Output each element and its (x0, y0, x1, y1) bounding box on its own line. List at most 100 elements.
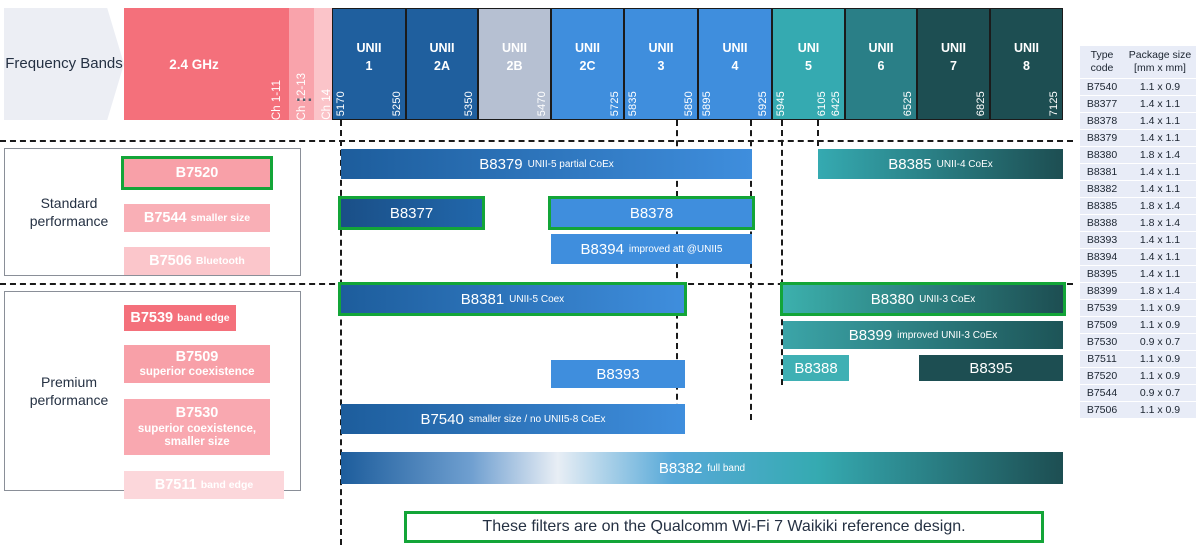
bar-note: improved att @UNII5 (628, 243, 723, 255)
filter-pill-b7544[interactable]: B7544 smaller size (124, 204, 270, 232)
category-label-standard: Standard performance (29, 194, 109, 229)
filter-pill-b7539[interactable]: B7539 band edge (124, 305, 236, 331)
filter-bar-b8377[interactable]: B8377 (338, 196, 485, 230)
bar-code: B8379 (479, 155, 523, 173)
table-cell-package-size: 0.9 x 0.7 (1139, 387, 1181, 400)
filter-pill-b7506[interactable]: B7506 Bluetooth (124, 247, 270, 275)
table-cell-type-code: B7544 (1086, 387, 1118, 400)
unii-frequency-tick: 5170 (335, 90, 347, 116)
table-cell-type-code: B7540 (1086, 81, 1118, 94)
filter-bar-b8380[interactable]: B8380 UNII-3 CoEx (780, 282, 1066, 316)
table-cell-package-size: 1.1 x 0.9 (1139, 370, 1181, 383)
bar-code: B8385 (888, 155, 932, 173)
table-row[interactable]: B7544 0.9 x 0.7 (1080, 385, 1196, 403)
table-cell-package-size: 1.8 x 1.4 (1139, 285, 1181, 298)
filter-bar-b8394[interactable]: B8394 improved att @UNII5 (551, 234, 752, 264)
bar-code: B8377 (389, 204, 434, 222)
table-cell-package-size: 1.8 x 1.4 (1139, 217, 1181, 230)
filter-bar-b8379[interactable]: B8379 UNII-5 partial CoEx (341, 149, 752, 179)
filter-pill-b7520[interactable]: B7520 (121, 156, 273, 190)
guide-line-5945 (781, 120, 783, 385)
unii-band-frequencies: 5725 (552, 61, 623, 119)
table-cell-type-code: B8385 (1086, 200, 1118, 213)
table-cell-type-code: B8395 (1086, 268, 1118, 281)
filter-bar-b7540[interactable]: B7540 smaller size / no UNII5-8 CoEx (341, 404, 685, 434)
table-row[interactable]: B8385 1.8 x 1.4 (1080, 198, 1196, 216)
bar-code: B8388 (794, 359, 838, 377)
table-cell-type-code: B7530 (1086, 336, 1118, 349)
filter-bar-b8388[interactable]: B8388 (783, 355, 849, 381)
filter-bar-b8399[interactable]: B8399 improved UNII-3 CoEx (783, 321, 1063, 349)
filter-bar-b8378[interactable]: B8378 (548, 196, 755, 230)
bar-code: B7540 (420, 410, 464, 428)
pill-note: band edge (200, 478, 254, 491)
bar-code: B8399 (848, 326, 893, 344)
bar-note: UNII-5 Coex (509, 293, 565, 305)
table-cell-package-size: 1.8 x 1.4 (1139, 200, 1181, 213)
pill-code: B7511 (154, 476, 197, 493)
pill-note: Bluetooth (195, 254, 245, 267)
unii-band-frequencies: 5350 (407, 61, 477, 119)
filter-bar-b8381[interactable]: B8381 UNII-5 Coex (338, 282, 687, 316)
bar-code: B8382 (658, 459, 703, 477)
caption-text: These filters are on the Qualcomm Wi-Fi … (482, 518, 966, 535)
caption-box: These filters are on the Qualcomm Wi-Fi … (404, 511, 1044, 543)
unii-frequency-tick: 5725 (609, 90, 621, 116)
filter-bar-b8385[interactable]: B8385 UNII-4 CoEx (818, 149, 1063, 179)
pill-code: B7520 (175, 164, 219, 181)
filter-bar-b8382[interactable]: B8382 full band (341, 452, 1063, 484)
table-cell-package-size: 1.1 x 0.9 (1139, 319, 1181, 332)
table-cell-type-code: B8382 (1086, 183, 1118, 196)
guide-line-5170 (340, 120, 342, 545)
table-cell-package-size: 1.4 x 1.1 (1139, 132, 1181, 145)
table-cell-package-size: 1.4 x 1.1 (1139, 183, 1181, 196)
table-cell-package-size: 1.4 x 1.1 (1139, 115, 1181, 128)
filter-bar-b8395[interactable]: B8395 (919, 355, 1063, 381)
filter-pill-b7530[interactable]: B7530 superior coexistence, smaller size (124, 399, 270, 455)
channel-col-1-11: Ch 1-11 (264, 8, 289, 120)
bar-code: B8395 (969, 359, 1013, 377)
pill-note: superior coexistence, smaller size (137, 422, 257, 448)
channel-label-14: Ch 14 (320, 89, 333, 120)
filter-bar-b8393[interactable]: B8393 (551, 360, 685, 388)
frequency-bands-chevron: Frequency Bands (4, 8, 124, 120)
bar-code: B8381 (460, 290, 505, 308)
filter-pill-b7509[interactable]: B7509 superior coexistence (124, 345, 270, 383)
table-row[interactable]: B8382 1.4 x 1.1 (1080, 181, 1196, 199)
unii-band-frequencies: 6825 (918, 61, 989, 119)
unii-frequency-tick: 5350 (463, 90, 475, 116)
unii-frequency-tick: 6825 (975, 90, 987, 116)
table-cell-package-size: 1.4 x 1.1 (1139, 234, 1181, 247)
filter-pill-b7511[interactable]: B7511 band edge (124, 471, 284, 499)
